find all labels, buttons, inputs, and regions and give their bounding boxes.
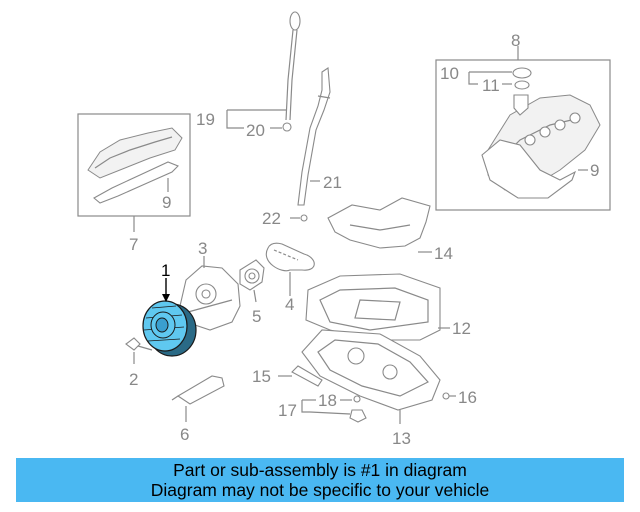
- callout-22: 22: [262, 209, 281, 228]
- callout-4: 4: [285, 295, 294, 314]
- callout-3: 3: [198, 239, 207, 258]
- dipstick-assembly: [226, 11, 331, 222]
- callout-16: 16: [458, 388, 477, 407]
- callout-9-left: 9: [162, 193, 171, 212]
- callout-9-right: 9: [590, 161, 599, 180]
- crankshaft-pulley[interactable]: [142, 278, 197, 357]
- tensioner: [239, 259, 265, 303]
- sealant-tube: [171, 375, 225, 422]
- callout-11: 11: [482, 76, 500, 95]
- group-box-7: [77, 113, 191, 232]
- callout-17: 17: [278, 401, 297, 420]
- callout-5: 5: [252, 307, 261, 326]
- callout-13: 13: [392, 429, 411, 448]
- oil-sensor: [278, 365, 323, 387]
- callout-10: 10: [440, 64, 459, 83]
- callout-18: 18: [318, 391, 337, 410]
- callout-21: 21: [323, 173, 342, 192]
- footer-banner: Part or sub-assembly is #1 in diagram Di…: [16, 458, 624, 502]
- group-box-8: [435, 46, 611, 211]
- footer-line-1: Part or sub-assembly is #1 in diagram: [173, 460, 467, 480]
- parts-diagram: 9 7 8 10 11 9 19 20 21: [77, 11, 611, 448]
- callout-14: 14: [434, 244, 453, 263]
- callout-15: 15: [252, 367, 271, 386]
- callout-20: 20: [246, 121, 265, 140]
- callout-19: 19: [196, 110, 215, 129]
- oil-pan-frame: [305, 273, 450, 341]
- drain-plug: [301, 395, 367, 423]
- oil-pan-baffle: [327, 197, 432, 253]
- callout-7: 7: [129, 235, 138, 254]
- footer-line-2: Diagram may not be specific to your vehi…: [150, 480, 490, 500]
- oil-pan: [301, 329, 456, 424]
- callout-1: 1: [161, 261, 170, 280]
- pulley-bolt: [125, 337, 153, 364]
- callout-6: 6: [180, 425, 189, 444]
- callout-2: 2: [129, 370, 138, 389]
- callout-12: 12: [452, 319, 471, 338]
- callout-8: 8: [511, 31, 520, 50]
- timing-chain: [265, 242, 315, 296]
